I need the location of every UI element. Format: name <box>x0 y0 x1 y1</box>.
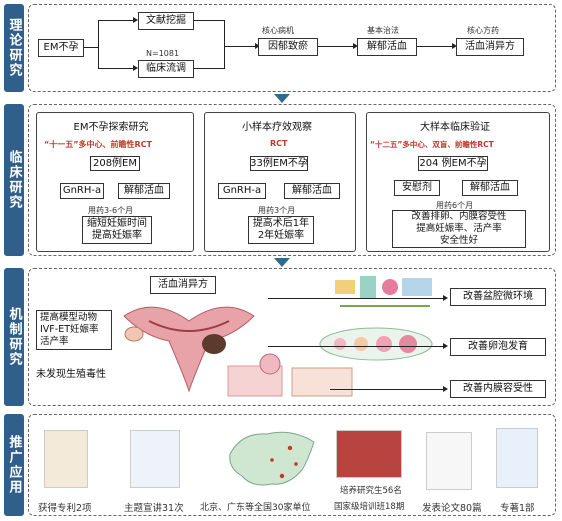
header-theory: 理论研究 <box>4 4 24 92</box>
p3-dur: 用药6个月 <box>436 201 474 210</box>
p2-subtitle: RCT <box>270 139 288 148</box>
outcome-endometrium: 改善内膜容受性 <box>450 380 546 398</box>
clinical-survey-box: 临床流调 <box>138 60 194 78</box>
promo-label-7: 专著1部 <box>500 503 535 514</box>
animal-effect-box: 提高模型动物 IVF-ET妊娠率 活产率 <box>36 310 112 350</box>
lecture-image <box>130 430 180 488</box>
p2-gnrh: GnRH-a <box>218 183 266 199</box>
p1-jieyu: 解郁活血 <box>118 183 170 199</box>
p2-dur: 用药3个月 <box>258 206 296 215</box>
em-infertility-box: EM不孕 <box>38 39 84 57</box>
no-toxicity-box: 未发现生殖毒性 <box>36 366 118 384</box>
p3-cases: 204 例EM不孕 <box>418 156 488 171</box>
p3-result-1: 改善排卵、内膜容受性 <box>411 211 507 222</box>
promo-label-1: 获得专利2项 <box>38 503 92 514</box>
p3-placebo: 安慰剂 <box>394 180 440 196</box>
uterus-illustration <box>123 306 255 393</box>
p1-result-2: 提高妊娠率 <box>92 230 142 241</box>
down-arrow-1 <box>274 94 290 103</box>
clinical-panel-2 <box>204 112 356 252</box>
p3-jieyu: 解郁活血 <box>462 180 518 196</box>
header-promotion: 推广应用 <box>4 414 24 516</box>
theory-section <box>28 4 556 92</box>
animal-3: 活产率 <box>40 336 69 347</box>
papers-image <box>426 432 472 490</box>
n-label: N=1081 <box>146 49 180 58</box>
header-clinical: 临床研究 <box>4 104 24 256</box>
formula-box: 活血消异方 <box>456 38 524 56</box>
p3-subtitle: “十二五”多中心、双盲、前瞻性RCT <box>370 140 494 149</box>
china-map-image <box>229 431 315 486</box>
promo-label-3: 北京、广东等全国30家单位 <box>200 503 311 513</box>
literature-mining-box: 文献挖掘 <box>138 12 194 30</box>
p3-title: 大样本临床验证 <box>410 120 500 135</box>
p2-jieyu: 解郁活血 <box>284 183 340 199</box>
clinical-panel-1 <box>36 112 194 252</box>
p2-cases: 33例EM不孕 <box>250 156 308 171</box>
p1-subtitle: “十一五”多中心、前瞻性RCT <box>44 140 153 149</box>
basic-method-label: 基本治法 <box>367 26 399 35</box>
p1-title: EM不孕探索研究 <box>64 120 158 135</box>
p3-result: 改善排卵、内膜容受性 提高妊娠率、活产率 安全性好 <box>392 210 526 248</box>
clinical-panel-3 <box>366 112 550 252</box>
core-pathogenesis-label: 核心病机 <box>262 26 294 35</box>
p3-result-3: 安全性好 <box>439 235 478 246</box>
endometrium-diagram <box>227 353 353 397</box>
p1-result: 缩短妊娠时间 提高妊娠率 <box>82 216 152 244</box>
promo-label-6: 发表论文80篇 <box>422 503 482 514</box>
promotion-section <box>28 414 556 516</box>
monograph-image <box>496 428 538 488</box>
method-box: 解郁活血 <box>357 38 417 56</box>
pathogenesis-box: 因郁致瘀 <box>258 38 318 56</box>
follicle-diagram <box>319 327 433 361</box>
core-formula-label: 核心方药 <box>467 26 499 35</box>
p2-title: 小样本疗效观察 <box>232 120 322 135</box>
animal-1: 提高模型动物 <box>40 312 98 323</box>
promo-label-2: 主题宣讲31次 <box>124 503 184 514</box>
p3-result-2: 提高妊娠率、活产率 <box>416 223 502 234</box>
mech-formula-box: 活血消异方 <box>150 276 216 294</box>
molecular-pathway-diagram <box>335 276 432 307</box>
p1-cases: 208例EM <box>90 156 140 171</box>
p2-result: 提高术后1年 2年妊娠率 <box>248 216 314 244</box>
promo-label-4: 培养研究生56名 <box>340 486 402 496</box>
header-mechanism: 机制研究 <box>4 268 24 406</box>
down-arrow-2 <box>274 258 290 267</box>
clinical-section <box>28 104 556 256</box>
p2-result-1: 提高术后1年 <box>252 218 310 229</box>
patent-image <box>44 430 88 488</box>
mechanism-section <box>28 268 556 406</box>
p1-gnrh: GnRH-a <box>60 183 104 199</box>
outcome-follicle: 改善卵泡发育 <box>450 338 546 356</box>
p1-result-1: 缩短妊娠时间 <box>87 218 147 229</box>
training-photo <box>336 430 402 478</box>
p1-dur: 用药3-6个月 <box>88 206 134 215</box>
animal-2: IVF-ET妊娠率 <box>40 324 99 335</box>
promo-label-5: 国家级培训班18期 <box>334 502 405 512</box>
outcome-pelvic: 改善盆腔微环境 <box>450 288 546 306</box>
p2-result-2: 2年妊娠率 <box>257 230 305 241</box>
